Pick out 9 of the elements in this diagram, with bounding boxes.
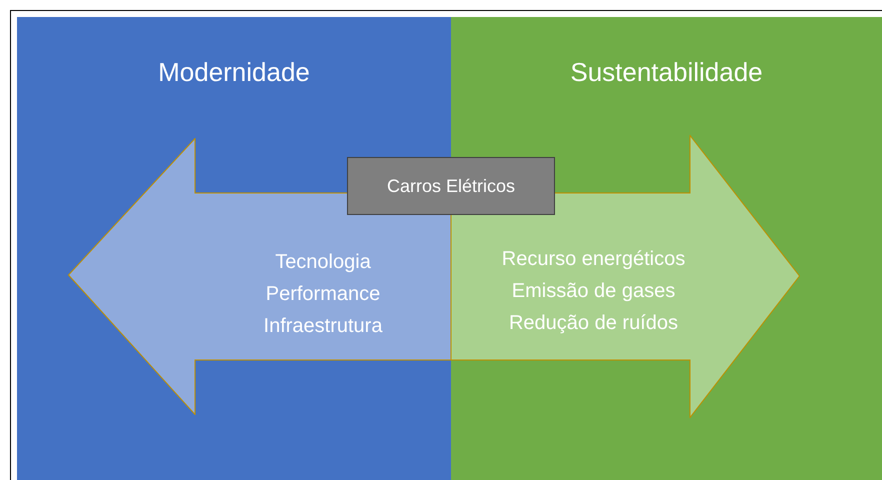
arrow-text: Performance	[266, 282, 380, 307]
arrow-text: Redução de ruídos	[508, 311, 678, 336]
arrow-text: Emissão de gases	[512, 279, 676, 304]
label-box: Carros Elétricos	[347, 157, 555, 215]
arrow-text: Recurso energéticos	[502, 247, 686, 272]
panel-title: Sustentabilidade	[569, 56, 764, 89]
panel-title: Modernidade	[157, 56, 311, 89]
arrow-text: Infraestrutura	[264, 314, 382, 339]
arrow-text: Tecnologia	[275, 250, 371, 275]
